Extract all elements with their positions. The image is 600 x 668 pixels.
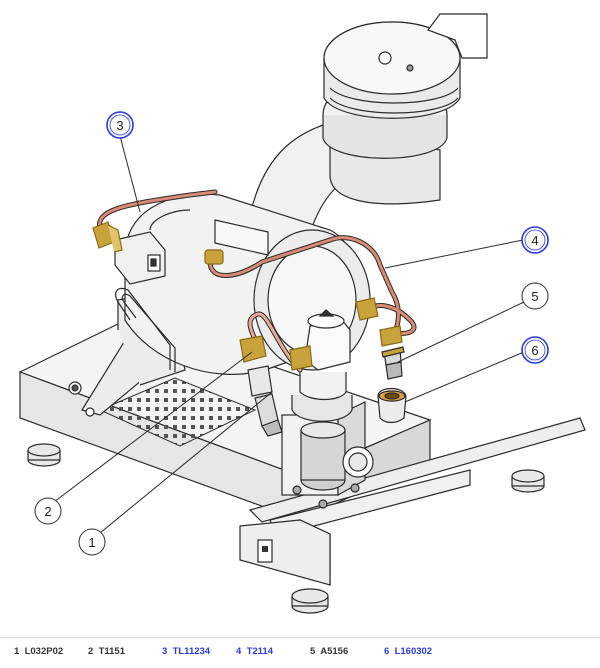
leader-lines bbox=[53, 135, 525, 534]
rubber-feet bbox=[27, 443, 545, 614]
part-number: 4 bbox=[236, 646, 242, 657]
part-code: T2114 bbox=[246, 646, 273, 657]
part-code: TL11234 bbox=[172, 646, 211, 657]
part-3-link[interactable]: 3 TL11234 bbox=[162, 646, 210, 657]
inlet-valve bbox=[247, 365, 283, 437]
perforated-grille bbox=[98, 377, 257, 447]
nozzle bbox=[377, 387, 407, 424]
callout-2: 2 bbox=[34, 497, 62, 525]
part-5: 5 A5156 bbox=[310, 646, 348, 657]
callout-5: 5 bbox=[521, 282, 549, 310]
callout-1: 1 bbox=[78, 528, 106, 556]
part-1: 1 L032P02 bbox=[14, 646, 63, 657]
part-number: 1 bbox=[14, 646, 20, 657]
brass-fittings bbox=[92, 221, 403, 371]
pump-assembly bbox=[281, 309, 374, 509]
handle bbox=[115, 287, 176, 372]
pressure-switch bbox=[114, 231, 166, 285]
part-code: L032P02 bbox=[24, 646, 64, 657]
cyclone-hood bbox=[249, 13, 488, 251]
part-code: A5156 bbox=[320, 646, 349, 657]
part-code: T1151 bbox=[98, 646, 125, 657]
parts-legend: 1 L032P02 2 T1151 3 TL11234 4 T2114 5 A5… bbox=[0, 637, 600, 668]
part-number: 6 bbox=[384, 646, 390, 657]
part-2: 2 T1151 bbox=[88, 646, 125, 657]
nipple-fitting bbox=[381, 346, 405, 380]
callout-4-link[interactable]: 4 bbox=[521, 226, 549, 254]
svg-text:2: 2 bbox=[44, 504, 51, 519]
part-4-link[interactable]: 4 T2114 bbox=[236, 646, 273, 657]
svg-text:1: 1 bbox=[88, 535, 95, 550]
part-number: 3 bbox=[162, 646, 168, 657]
svg-text:3: 3 bbox=[116, 118, 123, 133]
part-6-link[interactable]: 6 L160302 bbox=[384, 646, 432, 657]
part-number: 2 bbox=[88, 646, 94, 657]
svg-text:4: 4 bbox=[531, 233, 538, 248]
part-code: L160302 bbox=[394, 646, 433, 657]
svg-text:6: 6 bbox=[531, 343, 538, 358]
callout-3-link[interactable]: 3 bbox=[106, 111, 134, 139]
svg-text:5: 5 bbox=[531, 289, 538, 304]
part-number: 5 bbox=[310, 646, 316, 657]
callout-6-link[interactable]: 6 bbox=[521, 336, 549, 364]
